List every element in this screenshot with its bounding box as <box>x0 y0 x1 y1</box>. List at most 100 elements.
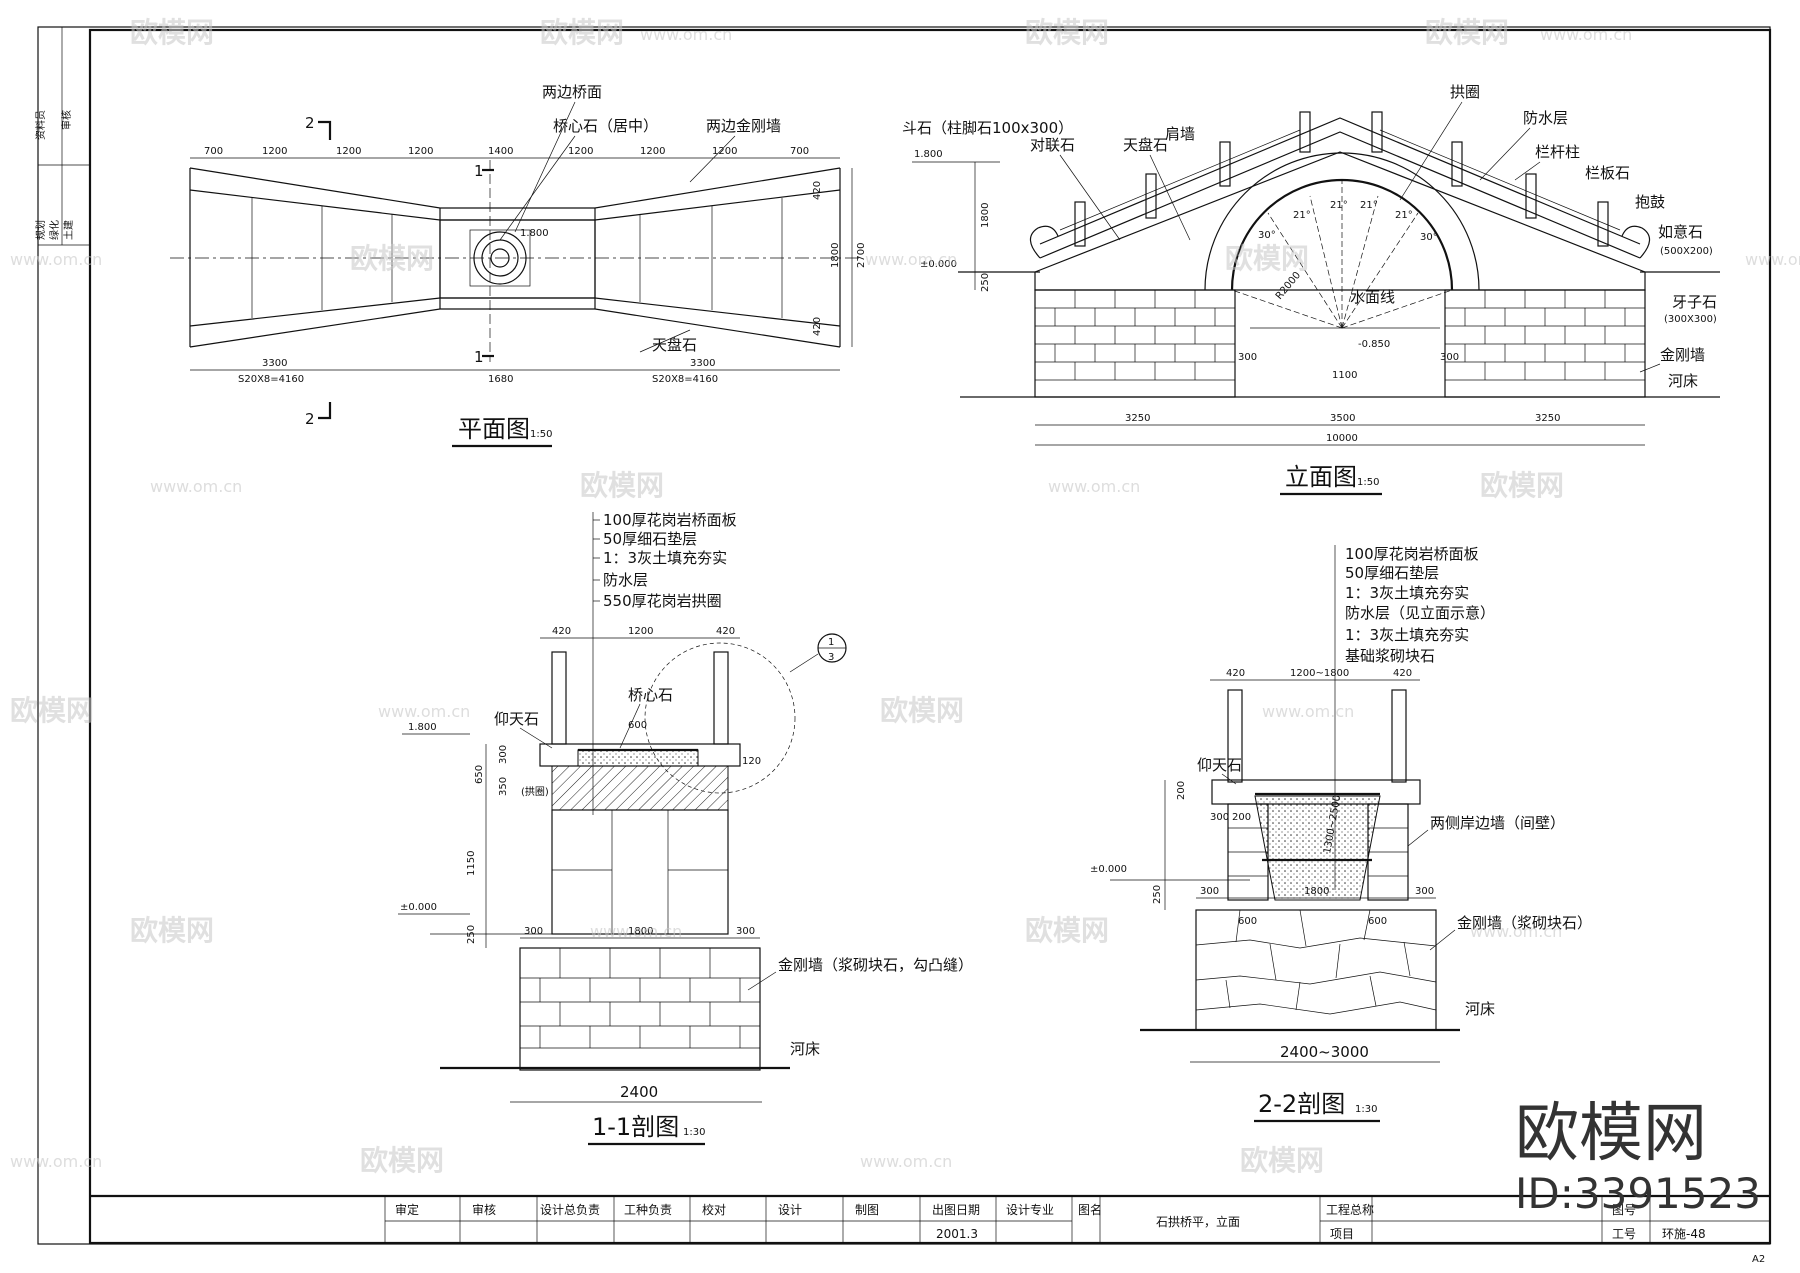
svg-text:1200: 1200 <box>262 146 287 157</box>
svg-text:防水层（见立面示意）: 防水层（见立面示意） <box>1345 604 1495 622</box>
svg-text:300: 300 <box>1200 886 1219 897</box>
svg-text:10000: 10000 <box>1326 433 1358 444</box>
svg-text:250: 250 <box>466 925 477 944</box>
svg-text:工号: 工号 <box>1612 1227 1636 1241</box>
svg-text:S20X8=4160: S20X8=4160 <box>652 374 718 385</box>
svg-text:30°: 30° <box>1420 232 1438 243</box>
svg-text:1680: 1680 <box>488 374 513 385</box>
svg-text:河床: 河床 <box>790 1040 820 1058</box>
svg-text:100厚花岗岩桥面板: 100厚花岗岩桥面板 <box>1345 545 1479 563</box>
svg-text:1:50: 1:50 <box>530 429 552 440</box>
svg-text:250: 250 <box>1152 885 1163 904</box>
svg-text:2: 2 <box>305 410 315 428</box>
svg-text:300: 300 <box>736 926 755 937</box>
svg-text:出图日期: 出图日期 <box>932 1203 980 1217</box>
svg-text:1150: 1150 <box>466 851 477 876</box>
plan-view: 700 1200 1200 1200 1400 1200 1200 1200 7… <box>170 83 867 448</box>
svg-text:欧模网: 欧模网 <box>1480 469 1564 502</box>
svg-text:www.om.cn: www.om.cn <box>1048 477 1140 496</box>
svg-text:650: 650 <box>474 765 485 784</box>
svg-text:1200: 1200 <box>568 146 593 157</box>
plan-dims-top: 700 1200 1200 1200 1400 1200 1200 1200 7… <box>204 146 809 157</box>
svg-text:规划: 规划 <box>34 220 47 240</box>
section-1-1: 100厚花岗岩桥面板 50厚细石垫层 1：3灰土填充夯实 防水层 550厚花岗岩… <box>398 511 973 1146</box>
svg-text:两边金刚墙: 两边金刚墙 <box>706 117 781 135</box>
svg-text:基础浆砌块石: 基础浆砌块石 <box>1345 647 1435 665</box>
watermarks: 欧模网 欧模网 欧模网 欧模网 www.om.cn www.om.cn 欧模网 … <box>10 16 1800 1177</box>
svg-text:审核: 审核 <box>60 110 73 130</box>
svg-text:金刚墙（浆砌块石）: 金刚墙（浆砌块石） <box>1457 914 1592 932</box>
brick-courses-right <box>1445 290 1645 381</box>
svg-text:欧模网: 欧模网 <box>350 242 434 275</box>
svg-text:斗石（柱脚石100x300）: 斗石（柱脚石100x300） <box>902 119 1073 137</box>
svg-text:绿化: 绿化 <box>48 220 61 240</box>
svg-text:21°: 21° <box>1293 210 1311 221</box>
svg-text:河床: 河床 <box>1668 372 1698 390</box>
svg-text:对联石: 对联石 <box>1030 136 1075 154</box>
svg-text:1：3灰土填充夯实: 1：3灰土填充夯实 <box>1345 584 1469 602</box>
svg-text:±0.000: ±0.000 <box>1090 864 1127 875</box>
svg-text:欧模网: 欧模网 <box>1515 1097 1707 1171</box>
svg-text:±0.000: ±0.000 <box>920 259 957 270</box>
sheet-size-mark: A2 <box>1752 1254 1765 1265</box>
svg-text:土建: 土建 <box>62 220 75 240</box>
brick-courses-left <box>1035 290 1235 381</box>
svg-text:制图: 制图 <box>855 1203 879 1217</box>
svg-text:300: 300 <box>1238 352 1257 363</box>
svg-text:图号: 图号 <box>1612 1203 1636 1217</box>
svg-text:550厚花岗岩拱圈: 550厚花岗岩拱圈 <box>603 592 722 610</box>
side-labels: 资料员 审核 规划 绿化 土建 <box>34 110 75 240</box>
drawing-frame <box>88 28 1772 1245</box>
title-block: 审定 审核 设计总负责 工种负责 校对 设计 制图 出图日期 设计专业 图名 2… <box>90 1194 1770 1243</box>
svg-text:欧模网: 欧模网 <box>1025 914 1109 947</box>
svg-text:工程总称: 工程总称 <box>1326 1202 1374 1217</box>
svg-text:1100: 1100 <box>1332 370 1357 381</box>
svg-text:-0.850: -0.850 <box>1358 339 1390 350</box>
svg-text:金刚墙: 金刚墙 <box>1660 346 1705 364</box>
section-2-2: 100厚花岗岩桥面板 50厚细石垫层 1：3灰土填充夯实 防水层（见立面示意） … <box>1090 545 1592 1123</box>
svg-text:300: 300 <box>524 926 543 937</box>
svg-text:2400: 2400 <box>620 1083 658 1101</box>
svg-text:1:50: 1:50 <box>1357 477 1379 488</box>
svg-text:(500X200): (500X200) <box>1660 246 1713 257</box>
svg-text:1: 1 <box>474 348 484 366</box>
svg-text:1: 1 <box>828 637 834 648</box>
svg-text:两边桥面: 两边桥面 <box>542 83 602 101</box>
svg-text:420: 420 <box>1393 668 1412 679</box>
svg-text:1800: 1800 <box>628 926 653 937</box>
svg-text:300: 300 <box>1440 352 1459 363</box>
svg-text:防水层: 防水层 <box>603 571 648 589</box>
svg-text:1: 1 <box>474 162 484 180</box>
svg-text:50厚细石垫层: 50厚细石垫层 <box>603 530 697 548</box>
svg-text:2: 2 <box>305 114 315 132</box>
svg-text:www.om.cn: www.om.cn <box>1262 702 1354 721</box>
svg-text:牙子石: 牙子石 <box>1672 293 1717 311</box>
svg-text:420: 420 <box>812 317 823 336</box>
svg-text:200: 200 <box>1232 812 1251 823</box>
svg-text:3: 3 <box>828 652 834 663</box>
svg-text:欧模网: 欧模网 <box>1240 1144 1324 1177</box>
svg-text:600: 600 <box>1368 916 1387 927</box>
section22-title: 2-2剖图 <box>1258 1090 1345 1118</box>
layer-callouts: 100厚花岗岩桥面板 50厚细石垫层 1：3灰土填充夯实 防水层 550厚花岗岩… <box>603 511 737 610</box>
svg-text:50厚细石垫层: 50厚细石垫层 <box>1345 564 1439 582</box>
svg-text:420: 420 <box>1226 668 1245 679</box>
svg-text:www.om.cn: www.om.cn <box>10 250 102 269</box>
brand-stamp: 欧模网 ID:3391523 <box>1515 1097 1761 1218</box>
svg-text:桥心石（居中）: 桥心石（居中） <box>553 117 658 135</box>
svg-text:1.800: 1.800 <box>408 722 437 733</box>
svg-text:2700: 2700 <box>856 243 867 268</box>
outer-frame <box>37 26 1771 1245</box>
svg-text:设计: 设计 <box>778 1203 802 1217</box>
svg-text:1800: 1800 <box>1304 886 1329 897</box>
svg-text:350: 350 <box>498 777 509 796</box>
svg-text:1.800: 1.800 <box>520 228 549 239</box>
svg-text:审定: 审定 <box>395 1202 419 1217</box>
svg-text:1:30: 1:30 <box>683 1127 705 1138</box>
svg-text:3250: 3250 <box>1535 413 1560 424</box>
svg-text:1400: 1400 <box>488 146 513 157</box>
svg-text:防水层: 防水层 <box>1523 109 1568 127</box>
svg-text:欧模网: 欧模网 <box>880 694 964 727</box>
svg-text:仰天石: 仰天石 <box>494 710 539 728</box>
